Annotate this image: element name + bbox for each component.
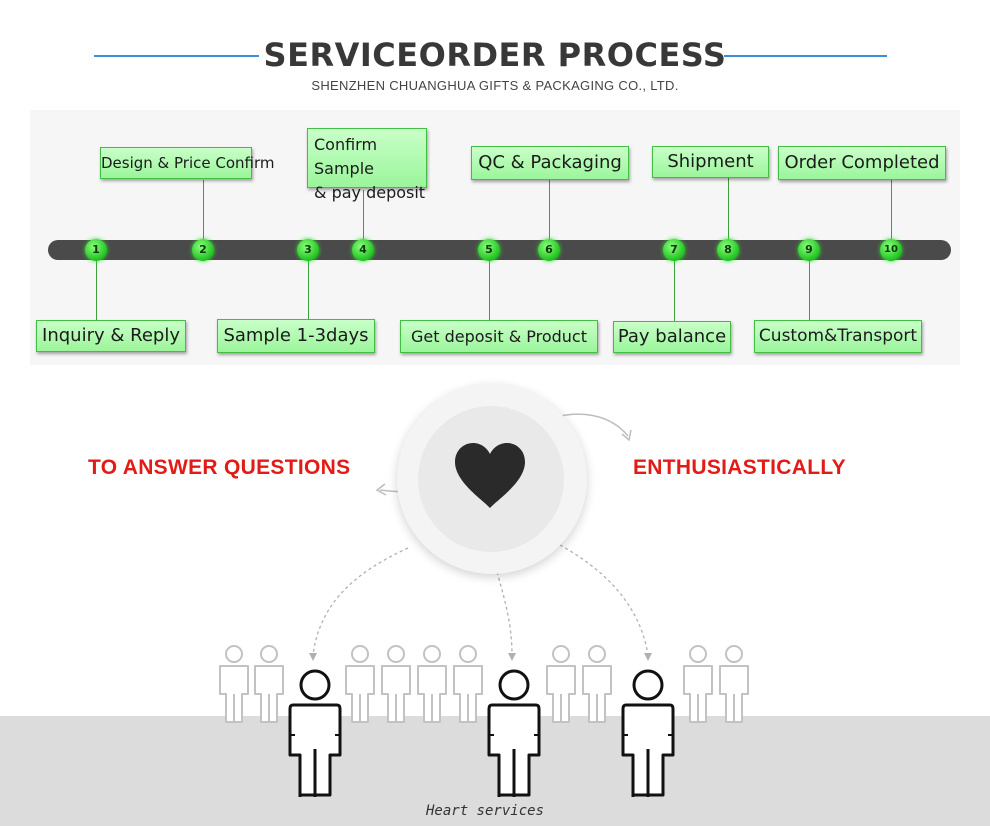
step-label-confirm-sample: Confirm Sample & pay deposit [307,128,427,202]
step-label-sample-days: Sample 1-3days [217,319,375,353]
company-subtitle: SHENZHEN CHUANGHUA GIFTS & PACKAGING CO.… [311,78,679,93]
connector-line [308,258,309,320]
step-label-qc-packaging: QC & Packaging [471,146,629,180]
step-node-7: 7 [663,239,685,261]
step-label-inquiry-reply: Inquiry & Reply [36,320,186,352]
step-label-order-completed: Order Completed [778,146,946,180]
connector-line [674,258,675,322]
step-node-10: 10 [880,239,902,261]
connector-line [809,258,810,322]
connector-line [96,258,97,322]
step-label-custom-transport: Custom&Transport [754,320,922,353]
header-rule-left [94,55,259,57]
connector-line [728,178,729,242]
step-node-6: 6 [538,239,560,261]
connector-line [203,180,204,242]
step-node-2: 2 [192,239,214,261]
step-node-4: 4 [352,239,374,261]
header-rule-right [724,55,887,57]
answer-questions-text: TO ANSWER QUESTIONS [88,456,351,479]
step-node-9: 9 [798,239,820,261]
step-label-shipment: Shipment [652,146,769,178]
heart-icon [455,443,525,508]
step-label-confirm-sample-line2: & pay deposit [314,183,426,202]
connector-line [549,180,550,242]
step-label-confirm-sample-line1: Confirm Sample [314,135,378,178]
connector-line [891,180,892,242]
step-label-pay-balance: Pay balance [613,321,731,353]
step-node-1: 1 [85,239,107,261]
step-node-3: 3 [297,239,319,261]
step-label-design-price-confirm: Design & Price Confirm [100,147,275,179]
enthusiastically-text: ENTHUSIASTICALLY [633,456,846,479]
heart-services-caption: Heart services [425,803,544,819]
connector-line [363,190,364,242]
connector-line [489,258,490,322]
step-label-get-deposit-product: Get deposit & Product [400,320,598,353]
step-node-5: 5 [478,239,500,261]
step-node-8: 8 [717,239,739,261]
page-title: SERVICEORDER PROCESS [263,36,727,74]
